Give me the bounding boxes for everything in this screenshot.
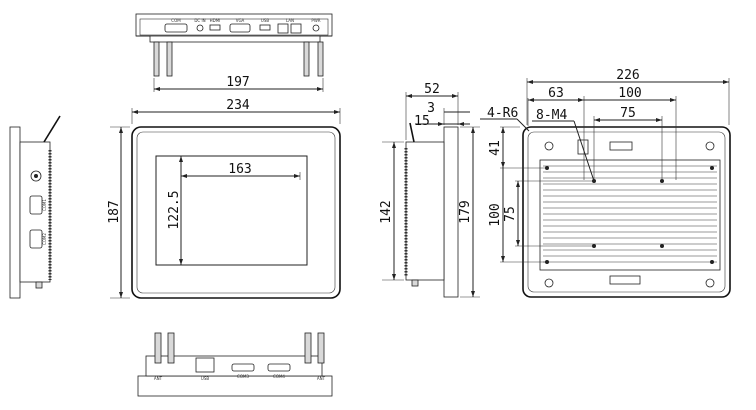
bottom-view-bezel: [137, 375, 333, 397]
right-foot: [411, 279, 419, 287]
bottom-label-com3: COM3: [237, 374, 249, 379]
mount-hole: [660, 244, 664, 248]
mount-hole: [710, 166, 714, 170]
mount-hole: [545, 260, 549, 264]
top-antenna-right: [317, 41, 324, 77]
dim-label-187: 187: [107, 200, 122, 223]
mount-hole: [660, 179, 664, 183]
rear-inner-frame: [527, 131, 726, 293]
dim-label-63: 63: [548, 86, 564, 101]
top-standoff-left: [166, 41, 173, 77]
top-dcin-port: [196, 24, 204, 32]
right-side-view: 52 3 15 142 179: [379, 82, 480, 298]
dim-label-179: 179: [458, 200, 473, 223]
top-label-com: COM: [171, 18, 181, 23]
left-foot: [35, 281, 43, 289]
top-view-bezel: [149, 35, 321, 43]
bottom-standoff-left: [167, 332, 175, 364]
top-view-inner: [139, 18, 329, 36]
front-inner-frame: [136, 131, 336, 294]
front-display-area: [155, 155, 308, 266]
dim-label-122-5: 122.5: [167, 190, 182, 229]
mount-hole: [545, 166, 549, 170]
dim-label-3: 3: [427, 101, 435, 116]
bottom-antenna-left: [154, 332, 162, 364]
left-side-view: COM1 COM2: [9, 115, 61, 299]
dim-label-100-h: 100: [618, 86, 641, 101]
rear-heatsink-fins: [543, 165, 717, 263]
top-power-button: [312, 24, 320, 32]
mount-hole: [592, 244, 596, 248]
top-usb-port: [259, 24, 271, 31]
dim-label-226: 226: [616, 68, 639, 83]
dim-label-234: 234: [226, 98, 250, 113]
left-bezel: [9, 126, 21, 299]
front-view: 234 163 122.5 187: [107, 98, 341, 299]
left-com1-port: [29, 195, 43, 215]
bottom-antenna-right: [317, 332, 325, 364]
dim-label-15: 15: [414, 114, 430, 129]
right-body: [405, 141, 445, 281]
bottom-com3-port: [231, 363, 255, 372]
rear-foot-right: [705, 278, 715, 288]
dim-label-142: 142: [379, 200, 394, 223]
top-lan-port-1: [277, 23, 289, 34]
callout-4-r6: 4-R6: [487, 106, 518, 121]
right-bezel: [443, 126, 459, 298]
top-label-lan: LAN: [286, 18, 294, 23]
rear-connector-3: [609, 275, 641, 285]
top-view: COM DC IN HDMI VGA USB LAN PWR 197: [135, 13, 333, 92]
top-label-vga: VGA: [236, 18, 245, 23]
bottom-label-ant-left: ANT: [154, 376, 163, 381]
dim-label-163: 163: [228, 162, 251, 177]
leader-m4: [573, 120, 595, 182]
dim-label-75-h: 75: [620, 106, 636, 121]
rear-antenna-base-left: [544, 141, 554, 151]
top-label-usb: USB: [261, 18, 269, 23]
top-label-hdmi: HDMI: [210, 18, 221, 23]
bottom-label-usb: USB: [201, 376, 209, 381]
top-label-dcin: DC IN: [194, 18, 205, 23]
bottom-standoff-right: [304, 332, 312, 364]
leader-r6: [516, 118, 530, 132]
dim-label-52: 52: [424, 82, 440, 97]
rear-outer-frame: [522, 126, 731, 298]
bottom-view: ANT USB COM3 COM4 ANT: [137, 332, 333, 397]
dim-label-41: 41: [488, 140, 503, 156]
top-antenna-left: [153, 41, 160, 77]
bottom-com4-port: [267, 363, 291, 372]
front-outer-frame: [131, 126, 341, 299]
top-standoff-right: [303, 41, 310, 77]
dim-label-75-v: 75: [503, 206, 518, 222]
rear-heatsink: [539, 159, 721, 271]
top-com-port: [164, 23, 188, 33]
callout-8-m4: 8-M4: [536, 108, 567, 123]
top-hdmi-port: [209, 24, 221, 31]
dim-label-197: 197: [226, 75, 249, 90]
top-label-pwr: PWR: [311, 18, 320, 23]
left-antenna: [43, 115, 61, 143]
left-label-com1: COM1: [42, 199, 47, 211]
rear-connector-2: [609, 141, 633, 151]
top-vga-port: [229, 23, 251, 33]
right-antenna: [409, 122, 415, 143]
rear-foot-left: [544, 278, 554, 288]
mount-hole: [710, 260, 714, 264]
bottom-usb-port: [195, 357, 215, 373]
bottom-label-com4: COM4: [273, 374, 285, 379]
rear-view: 226 63 100 75 4-R6 8-M4 41: [480, 68, 731, 298]
rear-antenna-base-right: [705, 141, 715, 151]
bottom-label-ant-right: ANT: [317, 376, 326, 381]
left-label-com2: COM2: [42, 233, 47, 245]
top-lan-port-2: [290, 23, 302, 34]
left-com2-port: [29, 229, 43, 249]
dim-label-100-v: 100: [488, 203, 503, 226]
